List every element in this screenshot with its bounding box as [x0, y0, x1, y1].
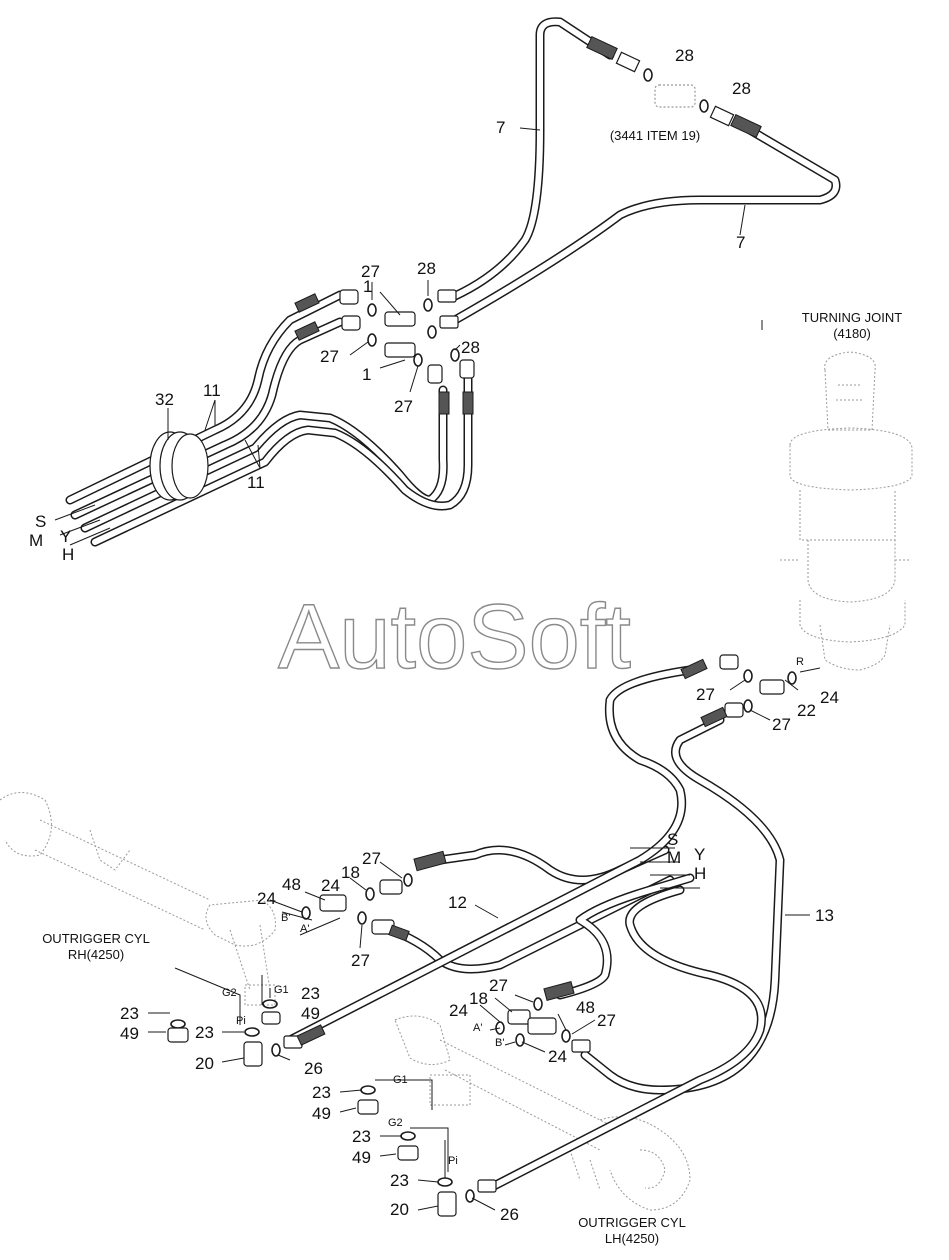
- port-labels: R B' A' G1 G2 Pi A' B' G1 G2 Pi: [222, 656, 804, 1167]
- hose-7-lower: [450, 125, 841, 325]
- bundle-clamp: [149, 431, 209, 501]
- callout-13: 13: [815, 906, 834, 925]
- port-label-g2-rh: G2: [222, 987, 237, 999]
- callout-24: 24: [820, 688, 839, 707]
- callout-48: 48: [576, 998, 595, 1017]
- callout-18: 18: [341, 863, 360, 882]
- port-label-g1-lh: G1: [393, 1074, 408, 1086]
- line-label-s-top: S: [35, 512, 46, 531]
- line-labels: S M Y H S M Y H: [29, 512, 706, 883]
- callout-24: 24: [449, 1001, 468, 1020]
- callout-24: 24: [257, 889, 276, 908]
- item-19-ref: (3441 ITEM 19): [610, 128, 700, 143]
- callout-24: 24: [548, 1047, 567, 1066]
- callout-11: 11: [203, 381, 221, 400]
- callout-22: 22: [797, 701, 816, 720]
- callout-28: 28: [675, 46, 694, 65]
- callout-27: 27: [489, 976, 508, 995]
- callout-32: 32: [155, 390, 174, 409]
- callout-27: 27: [320, 347, 339, 366]
- callout-28: 28: [417, 259, 436, 278]
- outrigger-lh-ref: LH(4250): [605, 1231, 659, 1246]
- callout-49: 49: [301, 1004, 320, 1023]
- outrigger-rh-ref: RH(4250): [68, 947, 124, 962]
- callout-23: 23: [352, 1127, 371, 1146]
- callout-28: 28: [461, 338, 480, 357]
- callout-48: 48: [282, 875, 301, 894]
- port-label-g2-lh: G2: [388, 1117, 403, 1129]
- callout-27: 27: [772, 715, 791, 734]
- callout-20: 20: [195, 1054, 214, 1073]
- callout-1: 1: [363, 277, 372, 296]
- callout-7: 7: [496, 118, 505, 137]
- line-label-h-top: H: [62, 545, 74, 564]
- turning-joint-ghost: [780, 351, 913, 671]
- port-label-g1-rh: G1: [274, 984, 289, 996]
- line-label-m-top: M: [29, 531, 43, 550]
- hose-11-bundle-upper: [65, 290, 473, 547]
- outrigger-lh-name: OUTRIGGER CYL: [578, 1215, 686, 1230]
- callout-18: 18: [469, 989, 488, 1008]
- callout-49: 49: [120, 1024, 139, 1043]
- line-label-h-bottom: H: [694, 864, 706, 883]
- callout-24: 24: [321, 876, 340, 895]
- callout-23: 23: [120, 1004, 139, 1023]
- hose-7-upper: [450, 17, 615, 301]
- assembly-labels: TURNING JOINT (4180) OUTRIGGER CYL RH(42…: [42, 128, 902, 1246]
- line-label-s-bottom: S: [667, 830, 678, 849]
- callout-20: 20: [390, 1200, 409, 1219]
- callout-49: 49: [352, 1148, 371, 1167]
- callout-23: 23: [390, 1171, 409, 1190]
- callout-7: 7: [736, 233, 745, 252]
- port-label-b-prime-lh: B': [495, 1037, 504, 1049]
- leader-lines: [54, 127, 821, 1211]
- callout-26: 26: [500, 1205, 519, 1224]
- callout-28: 28: [732, 79, 751, 98]
- callout-23: 23: [195, 1023, 214, 1042]
- line-label-m-bottom: M: [667, 848, 681, 867]
- callout-27: 27: [394, 397, 413, 416]
- outrigger-rh-name: OUTRIGGER CYL: [42, 931, 150, 946]
- part-callouts: 28 28 7 7 27 28 1 27 28 1 27 32 11 11 27…: [120, 46, 839, 1224]
- callout-1: 1: [362, 365, 371, 384]
- port-label-a-prime-lh: A': [473, 1022, 482, 1034]
- port-label-pi-lh: Pi: [448, 1155, 458, 1167]
- hoses: [65, 17, 841, 1193]
- turning-joint-name: TURNING JOINT: [802, 310, 902, 325]
- callout-23: 23: [312, 1083, 331, 1102]
- port-label-r: R: [796, 656, 804, 668]
- line-label-y-bottom: Y: [694, 845, 705, 864]
- callout-27: 27: [362, 849, 381, 868]
- callout-26: 26: [304, 1059, 323, 1078]
- hose-13: [485, 715, 785, 1193]
- port-label-b-prime-rh: B': [281, 912, 290, 924]
- turning-joint-ref: (4180): [833, 326, 871, 341]
- fittings: [167, 35, 797, 1217]
- callout-27: 27: [351, 951, 370, 970]
- port-label-a-prime-rh: A': [300, 923, 309, 935]
- callout-23: 23: [301, 984, 320, 1003]
- callout-12: 12: [448, 893, 467, 912]
- callout-27: 27: [597, 1011, 616, 1030]
- outrigger-cylinder-lh-ghost: [394, 1015, 691, 1211]
- port-label-pi-rh: Pi: [236, 1015, 246, 1027]
- callout-27: 27: [696, 685, 715, 704]
- watermark-text: AutoSoft: [278, 586, 631, 688]
- callout-27: 27: [361, 262, 380, 281]
- line-label-y-top: Y: [60, 527, 71, 546]
- callout-11: 11: [247, 473, 265, 492]
- callout-49: 49: [312, 1104, 331, 1123]
- outrigger-cylinder-rh-ghost: [0, 792, 276, 1006]
